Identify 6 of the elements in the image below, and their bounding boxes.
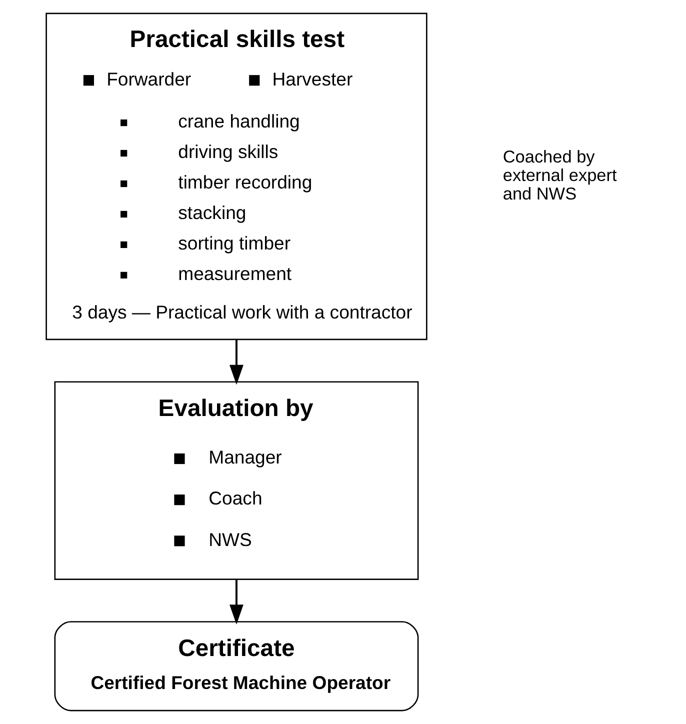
node-box: Evaluation by Manager Coach NWS xyxy=(54,381,418,580)
arrow xyxy=(229,580,243,624)
node-box: Practical skills test Forwarder Harvester crane handling driving skills timber recording stacking sorting timber measurement 3 days — Practical work with a contractor xyxy=(45,12,427,340)
label: Coached by external expert and NWS xyxy=(502,146,616,204)
node-box: Certificate Certified Forest Machine Operator xyxy=(54,621,418,712)
arrow xyxy=(229,340,243,385)
